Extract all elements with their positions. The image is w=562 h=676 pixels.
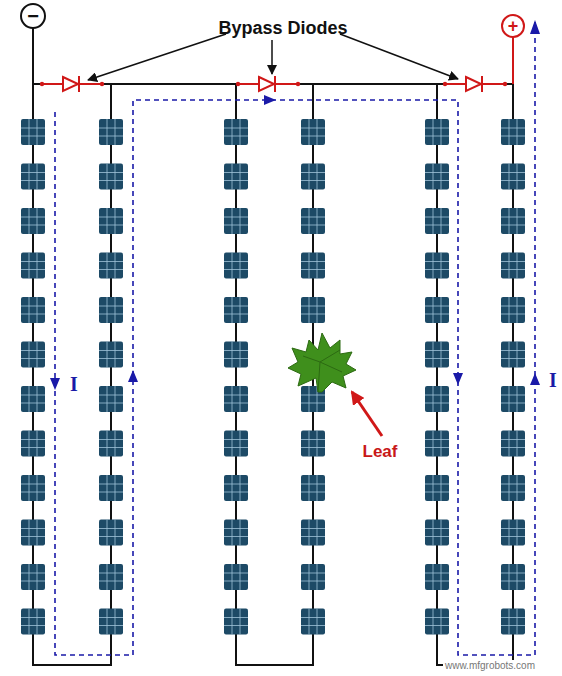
- solar-cell: [501, 342, 525, 368]
- current-arrows: [50, 20, 540, 390]
- solar-cell: [21, 475, 45, 501]
- solar-cell: [99, 253, 123, 279]
- positive-terminal: +: [501, 14, 525, 38]
- solar-cell: [501, 297, 525, 323]
- solar-cell: [224, 164, 248, 190]
- solar-cell: [501, 475, 525, 501]
- solar-cell: [501, 119, 525, 145]
- solar-cell: [224, 475, 248, 501]
- solar-cell: [99, 564, 123, 590]
- solar-cell: [301, 208, 325, 234]
- current-label: I: [549, 369, 557, 392]
- diode-pointers: [88, 34, 458, 80]
- current-label: I: [70, 373, 78, 396]
- solar-cell: [301, 431, 325, 457]
- solar-cell: [425, 564, 449, 590]
- solar-cell: [301, 609, 325, 635]
- terminal-sign: −: [27, 6, 39, 26]
- solar-cell: [99, 475, 123, 501]
- solar-cell: [425, 297, 449, 323]
- solar-cell: [21, 342, 45, 368]
- solar-cell: [425, 520, 449, 546]
- watermark: www.mfgrobots.com: [443, 660, 537, 671]
- solar-cell: [21, 164, 45, 190]
- solar-cell: [21, 564, 45, 590]
- solar-cell: [501, 164, 525, 190]
- solar-cell: [301, 564, 325, 590]
- solar-cell: [224, 386, 248, 412]
- leaf-callout: Leaf: [363, 442, 398, 462]
- solar-cell: [224, 208, 248, 234]
- solar-cell: [99, 386, 123, 412]
- solar-cell: [21, 609, 45, 635]
- solar-cell: [224, 431, 248, 457]
- solar-cell: [224, 119, 248, 145]
- solar-cell: [425, 431, 449, 457]
- solar-cell: [501, 208, 525, 234]
- solar-cell: [425, 119, 449, 145]
- solar-cell: [501, 431, 525, 457]
- solar-cell: [425, 342, 449, 368]
- solar-cell: [99, 208, 123, 234]
- solar-cell: [501, 253, 525, 279]
- terminal-sign: +: [508, 17, 519, 35]
- solar-cell: [99, 297, 123, 323]
- solar-cell: [224, 564, 248, 590]
- solar-cell: [425, 253, 449, 279]
- solar-cell: [224, 253, 248, 279]
- bypass-diode: [236, 76, 300, 92]
- solar-cell: [21, 208, 45, 234]
- bypass-diode: [443, 76, 507, 92]
- negative-terminal: −: [20, 3, 46, 29]
- current-path: [55, 22, 535, 655]
- solar-cell: [501, 386, 525, 412]
- solar-cell: [21, 386, 45, 412]
- leaf: [288, 333, 356, 392]
- solar-cell: [425, 475, 449, 501]
- solar-cell: [99, 342, 123, 368]
- solar-cell: [99, 431, 123, 457]
- positive-lead: [512, 37, 514, 84]
- solar-cell: [425, 609, 449, 635]
- solar-cell: [99, 520, 123, 546]
- solar-cell: [501, 564, 525, 590]
- solar-cell: [21, 119, 45, 145]
- solar-cell: [99, 164, 123, 190]
- diode-callout: Bypass Diodes: [218, 18, 347, 39]
- solar-cell: [224, 520, 248, 546]
- solar-cell: [301, 119, 325, 145]
- solar-cell: [501, 520, 525, 546]
- solar-cell: [224, 297, 248, 323]
- solar-cell: [301, 297, 325, 323]
- solar-cell: [224, 342, 248, 368]
- bypass-diodes: [40, 76, 507, 92]
- solar-cell: [21, 520, 45, 546]
- solar-cell: [21, 297, 45, 323]
- solar-cell: [425, 208, 449, 234]
- solar-cell: [99, 609, 123, 635]
- solar-cell: [425, 386, 449, 412]
- solar-cell: [99, 119, 123, 145]
- solar-cells: [21, 119, 525, 635]
- solar-cell: [301, 520, 325, 546]
- solar-cell: [224, 609, 248, 635]
- solar-cell: [425, 164, 449, 190]
- solar-cell: [501, 609, 525, 635]
- solar-cell: [301, 164, 325, 190]
- solar-cell: [301, 253, 325, 279]
- solar-cell: [301, 475, 325, 501]
- leaf-pointer: [352, 392, 382, 436]
- solar-cell: [21, 431, 45, 457]
- string-wiring: [33, 27, 513, 665]
- solar-cell: [21, 253, 45, 279]
